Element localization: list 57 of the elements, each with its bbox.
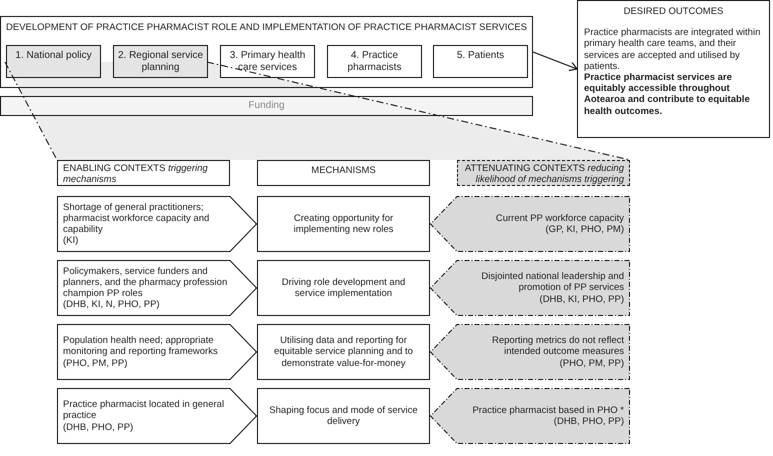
funding-band: [0, 96, 533, 116]
mechanism-box: [257, 196, 430, 252]
mechanism-box: [257, 260, 430, 316]
context-text: Population health need; appropriate monitoring and reporting frameworks: [63, 335, 219, 358]
attenuating-context-chevron: [430, 388, 630, 444]
source-codes: (KI): [63, 235, 80, 246]
context-text: Policymakers, service funders and planners, and the pharmacy profession champion PP roles: [63, 266, 228, 300]
stage-label: 1. National policy: [14, 50, 93, 62]
development-panel: [0, 16, 533, 88]
column-heading: ATTENUATING CONTEXTS reducing likelihood of mechanisms triggering: [464, 163, 624, 186]
stage-box: [327, 45, 422, 78]
column-header-box: [257, 160, 430, 186]
outcome-statement: Practice pharmacist services are equitably accessible throughout Aotearoa and contribute to equitable health outcomes.: [584, 72, 751, 117]
column-heading: MECHANISMS: [310, 165, 377, 176]
enabling-context-chevron: [57, 388, 257, 444]
column-header-box: [457, 160, 630, 186]
column-header-box: [57, 160, 230, 186]
attenuating-context-chevron: [430, 196, 630, 252]
stage-label: 5. Patients: [456, 50, 506, 62]
mechanism-box: [257, 324, 430, 380]
stage-box: [433, 45, 528, 78]
outcomes-heading: DESIRED OUTCOMES: [622, 6, 724, 18]
stage-box: [113, 45, 208, 78]
source-codes: (GP, KI, PHO, PM): [544, 224, 624, 236]
source-codes: (DHB, KI, PHO, PP): [538, 294, 624, 305]
source-codes: (DHB, KI, N, PHO, PP): [63, 299, 161, 310]
context-text: Reporting metrics do not reflect intended outcome measures: [490, 335, 624, 358]
context-text: Practice pharmacist located in general practice: [63, 399, 226, 422]
mechanism-text: Creating opportunity for implementing new roles: [292, 212, 394, 236]
source-codes: (PHO, PM, PP): [558, 358, 624, 369]
enabling-context-chevron: [57, 260, 257, 316]
funding-label: Funding: [247, 100, 286, 112]
context-text: Practice pharmacist based in PHO *: [471, 404, 624, 416]
source-codes: (DHB, PHO, PP): [63, 422, 134, 433]
stage-box: [6, 45, 101, 78]
context-text: Current PP workforce capacity: [494, 212, 624, 224]
stage-box: [220, 45, 315, 78]
context-text: Disjointed national leadership and promotion of PP services: [480, 271, 624, 294]
column-heading: ENABLING CONTEXTS triggering mechanisms: [63, 163, 209, 186]
arrow: [532, 52, 578, 72]
stage-label: 2. Regional service planning: [117, 50, 204, 74]
enabling-context-chevron: [57, 196, 257, 252]
outcomes-box: [577, 0, 770, 138]
stage-label: 4. Practice pharmacists: [346, 50, 402, 74]
mechanism-box: [257, 388, 430, 444]
source-codes: (DHB, PHO, PP): [552, 416, 624, 428]
mechanism-text: Utilising data and reporting for equitable service planning and to demonstrate value-for-money: [273, 335, 414, 369]
mechanism-text: Driving role development and service implementation: [280, 276, 406, 300]
panel-heading: DEVELOPMENT OF PRACTICE PHARMACIST ROLE AND IMPLEMENTATION OF PRACTICE PHARMACIST SERVICES: [6, 22, 527, 34]
context-text: Shortage of general practitioners; pharmacist workforce capacity and capability: [63, 202, 210, 236]
enabling-context-chevron: [57, 324, 257, 380]
mechanism-text: Shaping focus and mode of service delivery: [268, 404, 419, 428]
source-codes: (PHO, PM, PP): [63, 358, 128, 369]
attenuating-context-chevron: [430, 324, 630, 380]
outcome-statement: Practice pharmacists are integrated within primary health care teams, and their services are accepted and utilised by patients.: [584, 27, 762, 72]
stage-label: 3. Primary health care services: [228, 50, 306, 74]
attenuating-context-chevron: [430, 260, 630, 316]
